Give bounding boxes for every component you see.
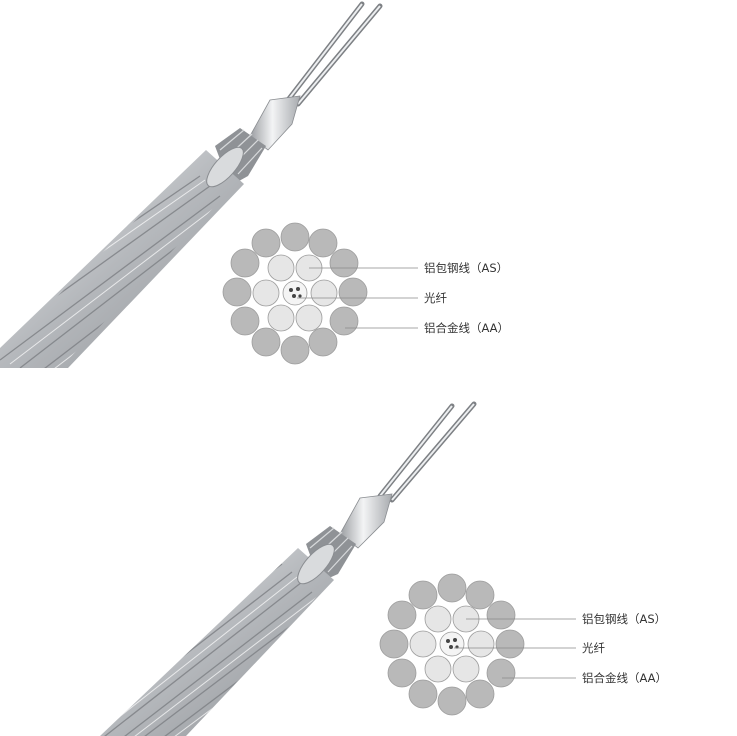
- cable-illustration: [100, 401, 576, 736]
- leader-lines: [297, 267, 418, 329]
- center-tube: [282, 280, 308, 306]
- leader-lines: [454, 618, 576, 679]
- steel-tube: [339, 493, 393, 549]
- label-aluminum-clad-steel: 铝包钢线（AS）: [582, 612, 667, 626]
- inner-strands: [409, 605, 495, 683]
- label-aluminum-clad-steel: 铝包钢线（AS）: [424, 261, 509, 275]
- label-aluminum-alloy: 铝合金线（AA）: [424, 321, 510, 335]
- outer-strands: [379, 573, 525, 716]
- cable-body: [100, 548, 334, 736]
- cross-section: [379, 573, 576, 716]
- fiber-tubes: [377, 401, 477, 503]
- fiber-tubes: [285, 1, 383, 107]
- cable-body: [0, 150, 244, 368]
- cross-section: [222, 222, 418, 365]
- cable-panel-top: 铝包钢线（AS） 光纤 铝合金线（AA）: [0, 1, 510, 368]
- outer-strands: [222, 222, 368, 365]
- cable-illustration: [0, 1, 418, 368]
- label-aluminum-alloy: 铝合金线（AA）: [582, 671, 668, 685]
- fiber-dots: [289, 287, 302, 298]
- cable-panel-bottom: 铝包钢线（AS） 光纤 铝合金线（AA）: [0, 368, 737, 736]
- steel-tube: [249, 95, 301, 151]
- center-tube: [439, 631, 465, 657]
- label-optical-fiber: 光纤: [582, 641, 605, 655]
- label-optical-fiber: 光纤: [424, 291, 447, 305]
